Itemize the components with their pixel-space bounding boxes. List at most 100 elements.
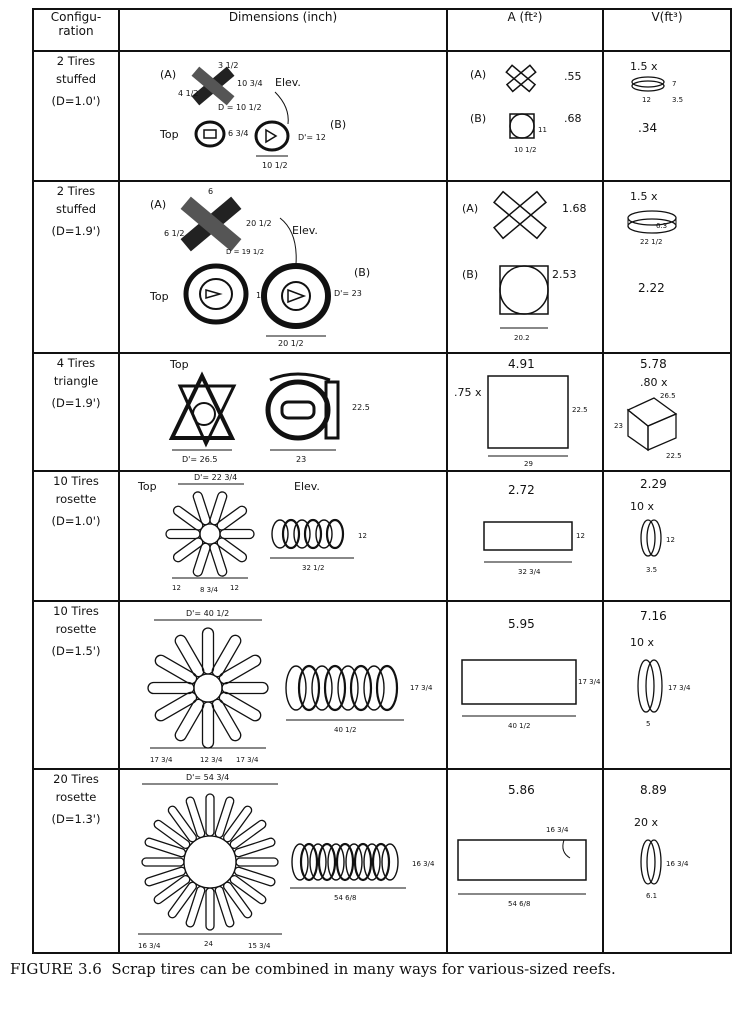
area-label-a: (A): [462, 202, 478, 215]
rosette-petal: [219, 528, 255, 540]
config-line1: 2 Tires: [56, 184, 96, 198]
rosette-petal: [154, 654, 198, 685]
rosette-petal: [211, 634, 242, 678]
volume-drawing: 7.16 10 x 17 3/4 5: [630, 609, 691, 728]
stacked-tire: [299, 842, 319, 882]
scrap-tire-configuration-table: Configu- ration Dimensions (inch) A (ft²…: [32, 8, 732, 954]
area-drawing: 5.86 16 3/4 54 6/8: [457, 783, 587, 908]
dim-label: 20.2: [514, 334, 530, 342]
dim-label: 6 3/4: [228, 129, 249, 138]
rosette-petal: [209, 491, 228, 526]
rosette-petal: [218, 654, 262, 685]
dim-label: 17 3/4: [668, 684, 691, 692]
label-top: Top: [149, 290, 169, 303]
dim-label: 17 3/4: [150, 756, 173, 764]
rosette-petal: [185, 796, 206, 839]
rosette-petal: [218, 691, 262, 722]
dim-label: 26.5: [660, 392, 676, 400]
dim-label: 15 3/4: [248, 942, 271, 950]
stacked-tire: [311, 665, 333, 711]
stacked-tire: [381, 843, 399, 881]
rosette-petal: [211, 698, 242, 742]
dimensions-drawing: Top D'= 26.5 22.5: [168, 358, 370, 464]
rosette-center: [193, 673, 223, 703]
area-cell: (A) .55 (B) .68 11 10 1/2: [446, 50, 604, 182]
config-line1: 20 Tires: [53, 772, 99, 786]
dim-label: 20 1/2: [246, 219, 272, 228]
dim-label: D'= 22 3/4: [194, 473, 237, 482]
dim-label: 6.1: [646, 892, 657, 900]
stacked-tire: [363, 665, 385, 711]
dim-label: 22.5: [352, 403, 370, 412]
config-line2: rosette: [55, 790, 97, 804]
rosette-petal: [192, 491, 211, 526]
area-value: 5.86: [508, 783, 535, 797]
area-value: 4.91: [508, 357, 535, 371]
area-label-b: (B): [470, 112, 486, 125]
area-drawing: 5.95 17 3/4 40 1/2: [461, 617, 601, 730]
config-line2: stuffed: [55, 202, 97, 216]
dim-label: 3 1/2: [218, 61, 239, 70]
stacked-tire: [285, 665, 307, 711]
config-diameter: (D=1.0'): [51, 94, 101, 108]
label-a: (A): [150, 198, 166, 211]
table-row: 2 Tires stuffed (D=1.0') (A) 3 1/2 10 3/…: [32, 50, 732, 182]
dim-label: 32 3/4: [518, 568, 541, 576]
dim-label: D = 19 1/2: [226, 248, 264, 256]
label-a: (A): [160, 68, 176, 81]
circle-square-shape: [499, 265, 549, 315]
stacked-tire: [323, 664, 347, 712]
config-cell: 2 Tires stuffed (D=1.0'): [32, 50, 120, 182]
volume-cell: 1.5 x 6.3 22 1/2 2.22: [602, 180, 732, 354]
crossed-tires-drawing: [191, 66, 235, 106]
volume-cell: 1.5 x 7 12 3.5 .34: [602, 50, 732, 182]
dim-label: 20 1/2: [278, 339, 304, 348]
stacked-tire: [327, 843, 345, 881]
dim-label: 16 3/4: [666, 860, 689, 868]
area-drawing: (A) .55 (B) .68 11 10 1/2: [470, 64, 582, 154]
config-cell: 10 Tires rosette (D=1.0'): [32, 470, 120, 602]
stuffed-tire-top-drawing: [194, 120, 226, 148]
table-row: 2 Tires stuffed (D=1.9') (A) 6 20 1/2 6 …: [32, 180, 732, 354]
volume-multiplier: 1.5 x: [630, 60, 658, 73]
area-value: 5.95: [508, 617, 535, 631]
stacked-tire: [303, 518, 323, 550]
dim-label: 4 1/2: [178, 89, 199, 98]
dim-label: 6.3: [656, 222, 667, 230]
volume-multiplier: 20 x: [634, 816, 658, 829]
rosette-petal: [214, 796, 235, 839]
header-area: A (ft²): [446, 8, 604, 52]
rosette-petal: [233, 837, 276, 858]
area-multiplier: .75 x: [454, 386, 482, 399]
header-configuration: Configu- ration: [32, 8, 120, 52]
stacked-tire: [293, 519, 311, 549]
tire-stack-drawing: [285, 664, 399, 712]
header-config-line2: ration: [58, 24, 94, 38]
figure-table-container: Configu- ration Dimensions (inch) A (ft²…: [32, 8, 732, 954]
label-elev: Elev.: [292, 224, 318, 237]
volume-drawing: 1.5 x 7 12 3.5 .34: [630, 60, 683, 135]
dim-label: 7: [672, 80, 676, 88]
area-value: 2.72: [508, 483, 535, 497]
rosette-petal: [209, 542, 228, 577]
volume-value: 7.16: [640, 609, 667, 623]
dim-label: D'= 26.5: [182, 455, 217, 464]
volume-drawing: 8.89 20 x 16 3/4 6.1: [634, 783, 689, 900]
label-top: Top: [137, 480, 157, 493]
dim-label: 17 3/4: [410, 684, 433, 692]
dimensions-cell: Top D'= 22 3/4 12 8 3/4 12 Elev. 12 32 1…: [118, 470, 448, 602]
volume-multiplier: 10 x: [630, 636, 654, 649]
dim-label: 23: [614, 422, 623, 430]
dim-label: 12: [576, 532, 585, 540]
volume-drawing: 1.5 x 6.3 22 1/2 2.22: [627, 190, 677, 295]
cross-shape: [492, 190, 548, 240]
dim-label: 40 1/2: [334, 726, 356, 734]
rosette-drawing: [165, 491, 255, 577]
label-b: (B): [330, 118, 346, 131]
table-row: 4 Tires triangle (D=1.9') Top D'= 26.5: [32, 352, 732, 472]
rosette-center: [183, 835, 237, 889]
stacked-tire: [353, 842, 373, 882]
dim-label: 16 3/4: [412, 860, 435, 868]
volume-value: .34: [638, 121, 657, 135]
header-config-line1: Configu-: [50, 10, 102, 24]
